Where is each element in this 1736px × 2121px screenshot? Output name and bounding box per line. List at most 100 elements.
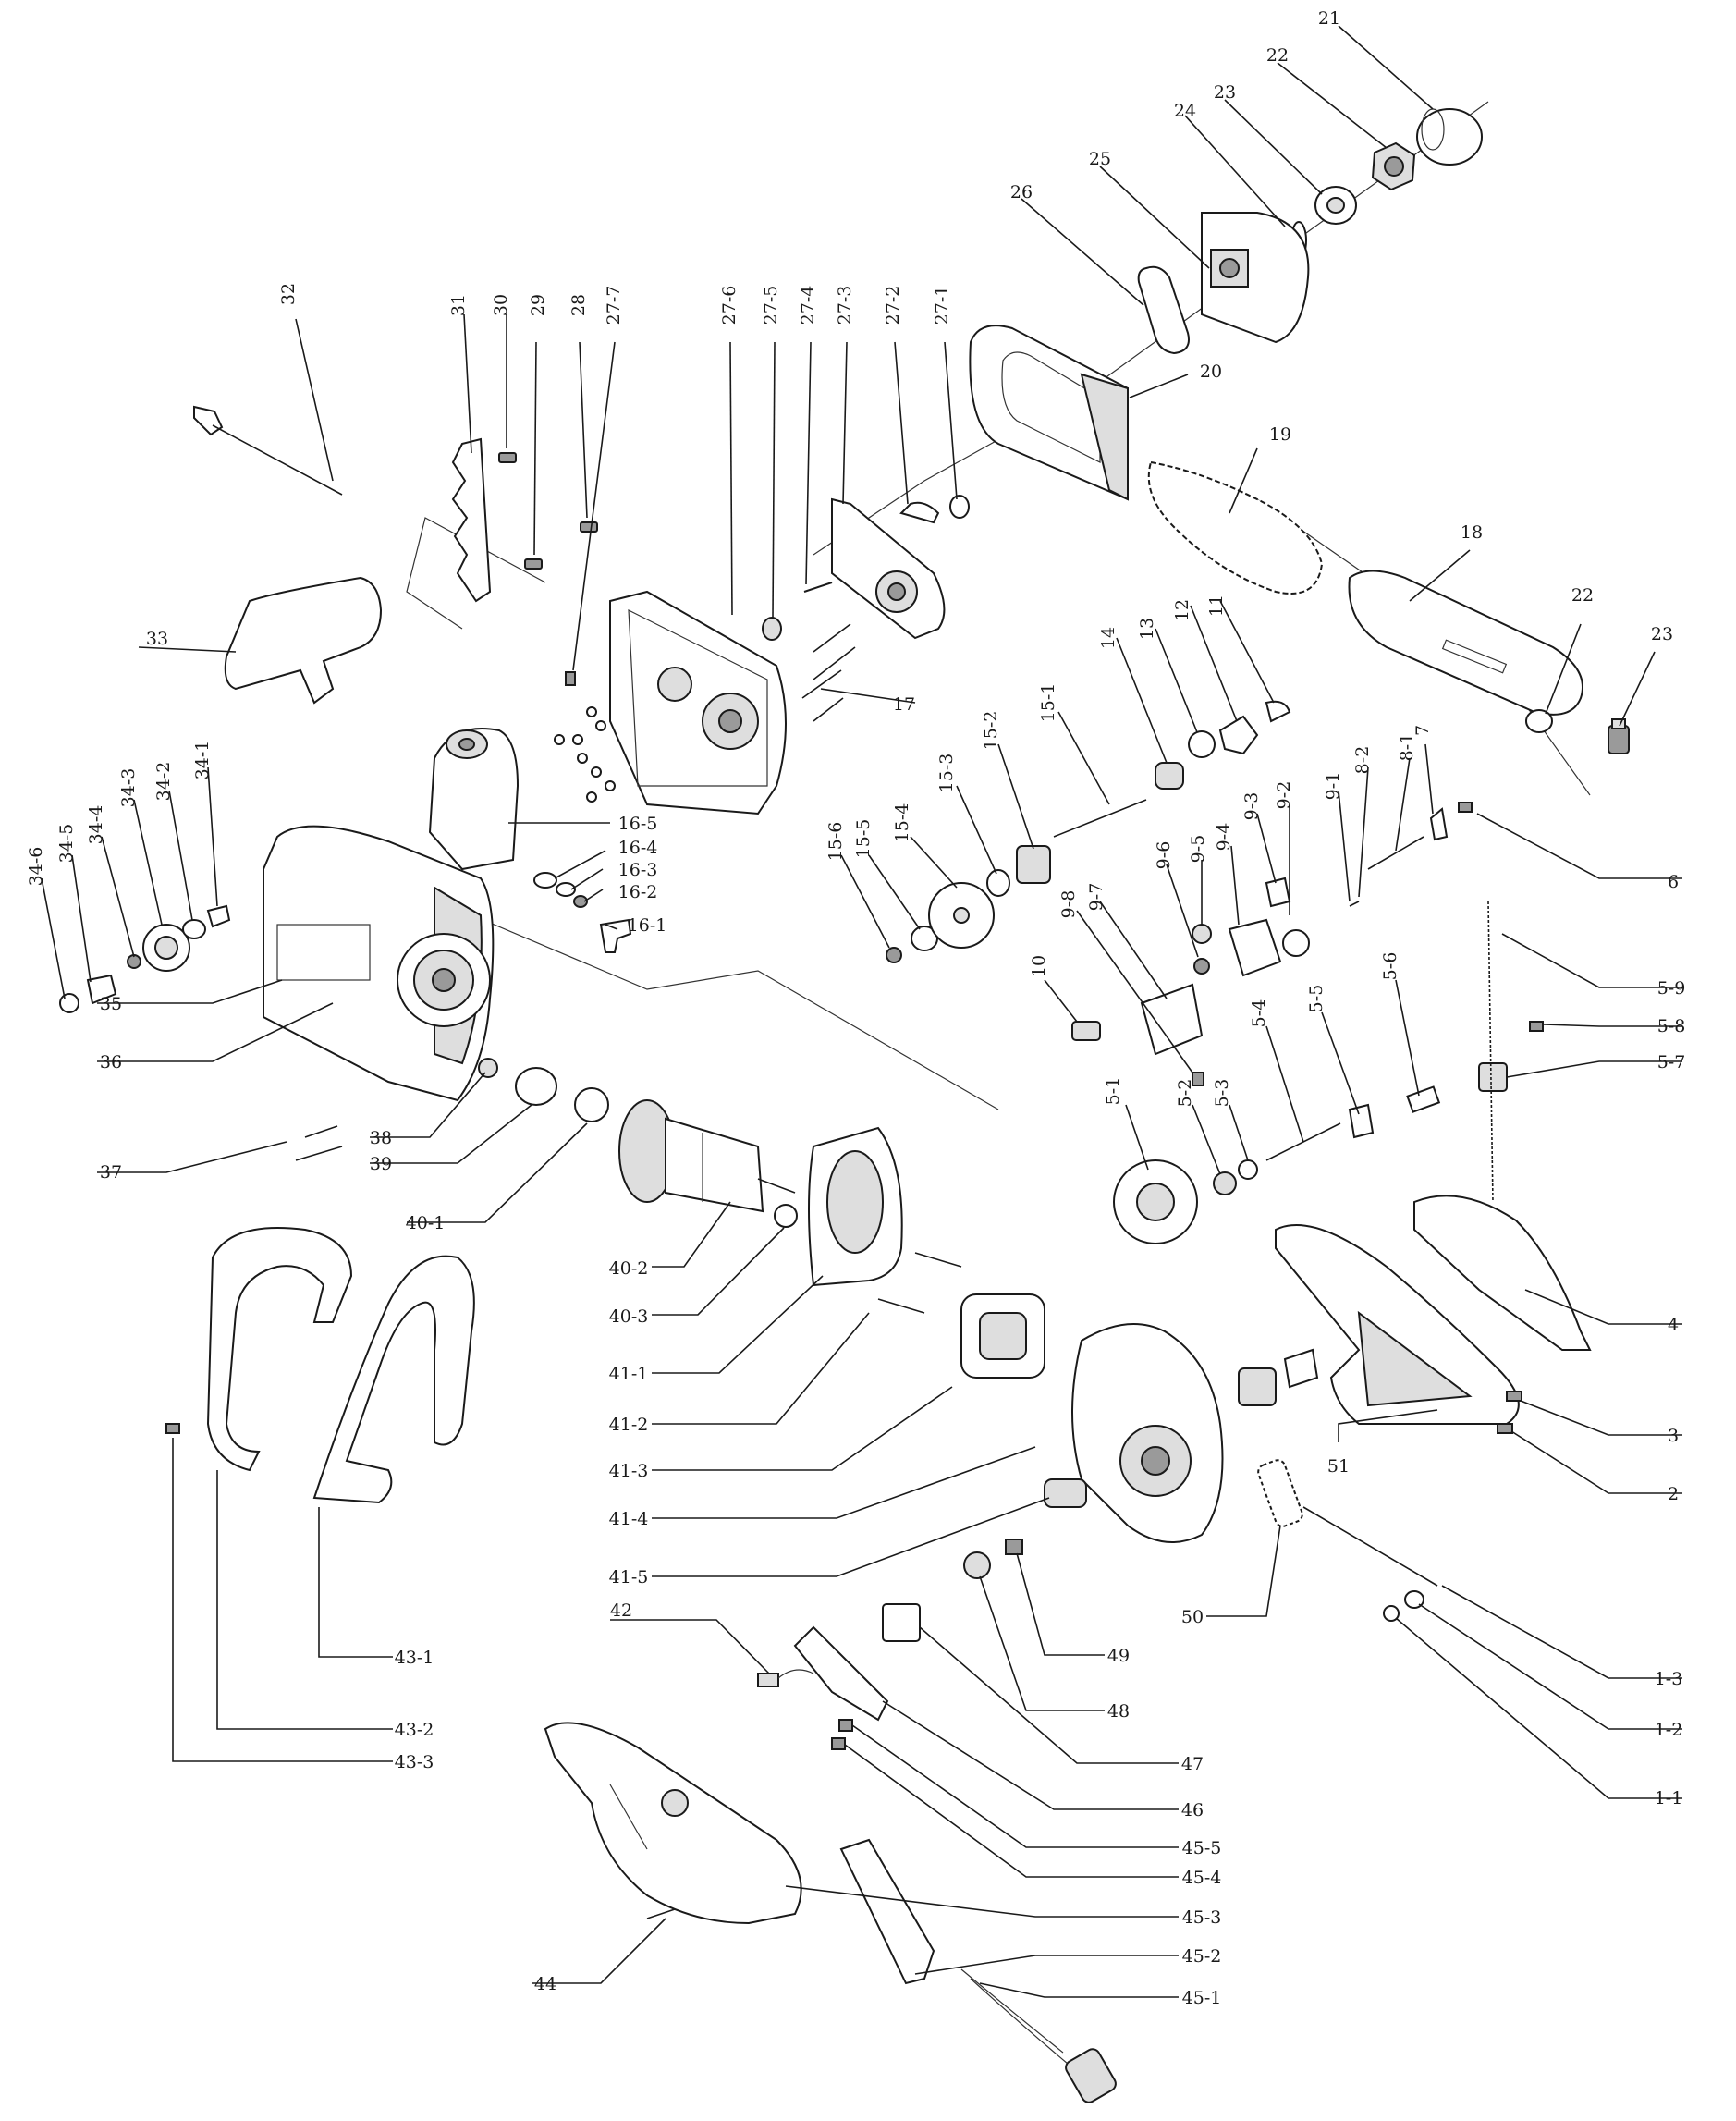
label-23: 23 xyxy=(1214,82,1236,103)
part-51-trigger-assembly xyxy=(1238,1348,1319,1406)
label-13: 13 xyxy=(1137,618,1157,640)
part-9-3 xyxy=(1265,877,1291,908)
part-16-2 xyxy=(573,895,588,908)
label-15-3: 15-3 xyxy=(936,754,957,793)
label-14: 14 xyxy=(1098,627,1119,649)
part-22-nut xyxy=(1371,141,1416,191)
part-34-1 xyxy=(206,904,231,928)
label-27-7: 27-7 xyxy=(604,286,624,325)
label-23-right: 23 xyxy=(1651,624,1673,644)
label-27-6: 27-6 xyxy=(719,286,740,325)
label-47: 47 xyxy=(1181,1754,1204,1774)
part-32-rod xyxy=(193,405,343,496)
label-42: 42 xyxy=(610,1600,632,1621)
part-34-6 xyxy=(59,993,79,1013)
label-8-2: 8-2 xyxy=(1352,746,1373,775)
part-15-5 xyxy=(911,926,938,951)
part-47-switch xyxy=(882,1603,921,1642)
part-5-1-gear-plate xyxy=(1113,1159,1198,1244)
part-39-bearing xyxy=(515,1067,557,1106)
part-16-3 xyxy=(556,882,576,897)
label-38: 38 xyxy=(370,1128,392,1148)
part-15-4-gear xyxy=(928,882,995,949)
part-3-rear-handle-half xyxy=(1275,1224,1520,1425)
label-34-5: 34-5 xyxy=(56,824,77,864)
label-41-1: 41-1 xyxy=(609,1364,649,1384)
label-16-5: 16-5 xyxy=(618,814,658,834)
label-27-2: 27-2 xyxy=(883,286,903,325)
label-10: 10 xyxy=(1029,955,1049,977)
part-8-2 xyxy=(1349,901,1360,907)
leader-lines xyxy=(41,25,1682,1998)
part-29-screw xyxy=(524,558,543,570)
part-7 xyxy=(1429,807,1449,841)
label-50: 50 xyxy=(1181,1607,1204,1627)
label-40-3: 40-3 xyxy=(609,1306,649,1327)
part-28-screw xyxy=(580,521,598,533)
part-5-3 xyxy=(1238,1159,1258,1180)
part-17-screws xyxy=(801,623,856,722)
label-45-1: 45-1 xyxy=(1182,1988,1222,2008)
part-41-4-motor-housing xyxy=(1071,1323,1224,1543)
label-36: 36 xyxy=(100,1052,122,1073)
part-18-guide-bar xyxy=(1348,570,1583,716)
part-small-screws xyxy=(554,671,616,803)
label-12: 12 xyxy=(1172,599,1192,621)
label-21: 21 xyxy=(1318,8,1340,29)
label-33: 33 xyxy=(146,629,168,649)
part-27-gear-housing xyxy=(762,495,970,641)
label-29: 29 xyxy=(528,294,548,316)
callout-labels: 21 22 23 24 25 26 32 31 30 29 28 27-7 27… xyxy=(26,8,1685,2008)
label-43-1: 43-1 xyxy=(395,1648,434,1668)
label-7: 7 xyxy=(1412,725,1433,736)
part-16-1 xyxy=(599,918,632,953)
part-13 xyxy=(1188,730,1216,758)
part-1-1-screw xyxy=(1383,1605,1400,1622)
part-49-brush xyxy=(1005,1539,1023,1555)
label-15-5: 15-5 xyxy=(853,819,874,859)
label-17: 17 xyxy=(893,694,915,715)
label-34-2: 34-2 xyxy=(153,762,174,802)
label-34-1: 34-1 xyxy=(192,741,213,780)
part-16-5-housing-part xyxy=(428,728,520,871)
part-6-screw xyxy=(1458,802,1473,813)
label-31: 31 xyxy=(448,294,469,316)
part-25-sprocket-cover xyxy=(1201,212,1310,344)
label-5-6: 5-6 xyxy=(1380,952,1400,981)
label-43-2: 43-2 xyxy=(395,1720,434,1740)
label-1-1: 1-1 xyxy=(1655,1788,1683,1808)
part-8-1 xyxy=(1367,836,1424,870)
label-19: 19 xyxy=(1269,424,1291,445)
label-43-3: 43-3 xyxy=(395,1752,434,1772)
part-16-4 xyxy=(533,872,557,889)
label-41-4: 41-4 xyxy=(609,1509,649,1529)
label-9-1: 9-1 xyxy=(1323,772,1343,801)
part-5-5 xyxy=(1348,1103,1375,1139)
part-23-screw-right xyxy=(1608,718,1630,754)
part-33-cover-plate xyxy=(224,576,383,705)
part-34-4 xyxy=(127,954,141,969)
label-5-9: 5-9 xyxy=(1657,978,1686,999)
label-1-2: 1-2 xyxy=(1655,1720,1683,1740)
part-22-washer-right xyxy=(1525,709,1553,733)
part-45-2-cable-sleeve xyxy=(839,1838,935,1985)
part-14 xyxy=(1155,762,1184,790)
part-21-cap xyxy=(1416,108,1483,166)
part-41-2-screws xyxy=(914,1252,962,1268)
label-34-6: 34-6 xyxy=(26,847,46,887)
label-5-3: 5-3 xyxy=(1212,1079,1232,1108)
part-4-hand-guard xyxy=(1413,1195,1592,1351)
label-15-2: 15-2 xyxy=(981,711,1001,751)
part-40-2-armature xyxy=(618,1099,796,1213)
part-43-2-handle-bracket xyxy=(206,1227,353,1472)
label-5-7: 5-7 xyxy=(1657,1052,1686,1073)
label-5-2: 5-2 xyxy=(1175,1079,1195,1108)
label-30: 30 xyxy=(491,294,511,316)
label-20: 20 xyxy=(1200,362,1222,382)
part-31-spike-bumper xyxy=(451,437,492,603)
label-39: 39 xyxy=(370,1154,392,1174)
part-43-3-screw xyxy=(165,1423,180,1434)
part-15-1-shaft xyxy=(1053,799,1147,838)
part-42-wire xyxy=(757,1669,814,1687)
label-22: 22 xyxy=(1266,45,1289,66)
